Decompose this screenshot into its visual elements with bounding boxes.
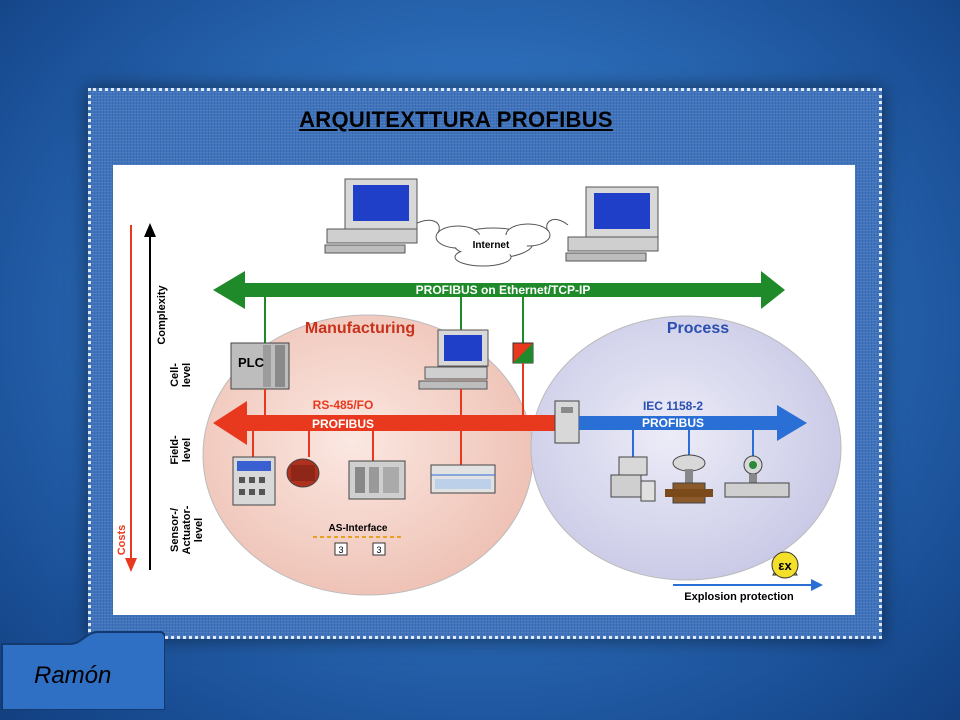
level-sensor-label: Sensor-/ Actuator- level — [169, 505, 205, 554]
complexity-label: Complexity — [156, 284, 168, 344]
svg-text:3: 3 — [338, 545, 343, 555]
io-module-device — [348, 460, 406, 500]
flowmeter-device — [724, 455, 790, 498]
dp-pa-coupler — [554, 400, 580, 444]
top-right-computer — [565, 186, 659, 262]
manufacturing-label: Manufacturing — [305, 320, 415, 337]
remote-io-device — [430, 464, 496, 494]
top-left-computer — [324, 178, 418, 254]
drive-motor-device — [286, 458, 320, 488]
author-tab — [1, 631, 165, 710]
costs-label: Costs — [116, 525, 128, 556]
control-valve-device — [665, 454, 713, 504]
ethernet-bus — [213, 271, 785, 309]
diagram-canvas: Complexity Costs Cell- level Field- leve… — [116, 178, 842, 603]
internet-label: Internet — [473, 240, 510, 251]
operator-panel-device — [232, 456, 276, 506]
process-label: Process — [667, 320, 729, 337]
level-cell-label: Cell- level — [169, 363, 193, 387]
slide-title: ARQUITEXTTURA PROFIBUS — [299, 107, 613, 132]
profibus-left-label: PROFIBUS — [312, 417, 374, 431]
svg-text:level: level — [193, 518, 205, 542]
author-name: Ramón — [34, 662, 112, 689]
iec-bus — [579, 405, 807, 441]
transmitter-device — [610, 456, 656, 502]
svg-text:Field-: Field- — [169, 435, 181, 465]
svg-text:3: 3 — [376, 545, 381, 555]
as-interface-node-2: 3 — [372, 542, 386, 556]
plc-rack — [230, 342, 290, 390]
plc-label: PLC — [238, 355, 265, 370]
ethernet-gateway — [512, 342, 534, 364]
ex-symbol — [771, 551, 799, 579]
ethernet-bus-label: PROFIBUS on Ethernet/TCP-IP — [416, 283, 591, 297]
as-interface-node-1: 3 — [334, 542, 348, 556]
svg-text:level: level — [181, 438, 193, 462]
manufacturing-computer — [418, 329, 489, 390]
svg-text:level: level — [181, 363, 193, 387]
rs485-label: RS-485/FO — [313, 398, 374, 412]
level-field-label: Field- level — [169, 435, 193, 465]
costs-arrow — [125, 225, 137, 572]
svg-text:Sensor-/: Sensor-/ — [169, 508, 181, 552]
process-area — [530, 315, 842, 581]
explosion-protection-arrow — [673, 579, 823, 591]
complexity-arrow — [144, 223, 156, 570]
profibus-right-label: PROFIBUS — [642, 416, 704, 430]
rs485-bus — [213, 401, 555, 445]
explosion-protection-label: Explosion protection — [684, 591, 794, 603]
profibus-architecture-diagram: Complexity Costs Cell- level Field- leve… — [113, 165, 855, 615]
svg-text:Cell-: Cell- — [169, 363, 181, 387]
internet-cloud — [412, 219, 569, 267]
ex-symbol-text: εx — [778, 558, 792, 573]
as-interface-label: AS-Interface — [329, 523, 388, 534]
iec-label: IEC 1158-2 — [643, 399, 703, 413]
svg-text:Actuator-: Actuator- — [181, 505, 193, 554]
